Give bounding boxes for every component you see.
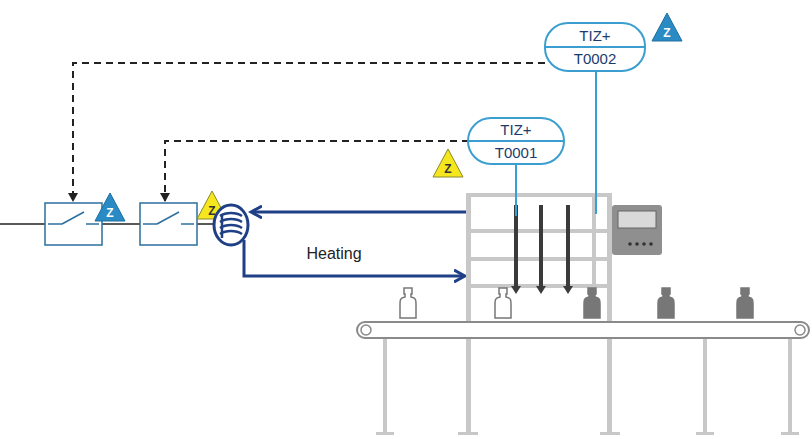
machine-frame [458,193,620,435]
heating-rod [511,205,573,294]
safety-triangle [95,193,125,221]
signal-line [165,141,469,201]
instrument-tag: T0001 [469,143,563,162]
heating-line [244,240,464,276]
instrument-bubble: TIZ+ T0002 [544,22,646,72]
bubble-divider [469,140,563,142]
vial [400,288,416,318]
vial [658,288,674,318]
switch-symbol [45,203,102,245]
sensor-line [595,72,597,214]
power-wire [0,223,214,225]
safety-mark: Z [208,204,215,218]
control-panel [612,205,662,255]
instrument-tag: TIZ+ [546,26,644,45]
vial-group [400,288,753,318]
conveyor [357,322,809,435]
heating-line [252,211,468,214]
vial [737,288,753,318]
bubble-divider [546,46,644,48]
safety-triangle [652,13,682,41]
sensor-line [515,165,517,216]
instrument-tag: T0002 [546,49,644,68]
safety-mark: Z [106,206,113,220]
instrument-tag: TIZ+ [469,120,563,139]
instrument-bubble: TIZ+ T0001 [467,117,565,165]
switch-symbol [140,203,197,245]
vial [584,288,600,318]
safety-mark: Z [444,162,451,176]
safety-triangle [433,149,463,177]
vial [495,288,511,318]
heater-symbol [214,205,248,245]
safety-mark: Z [663,26,670,40]
heating-label: Heating [306,245,361,263]
